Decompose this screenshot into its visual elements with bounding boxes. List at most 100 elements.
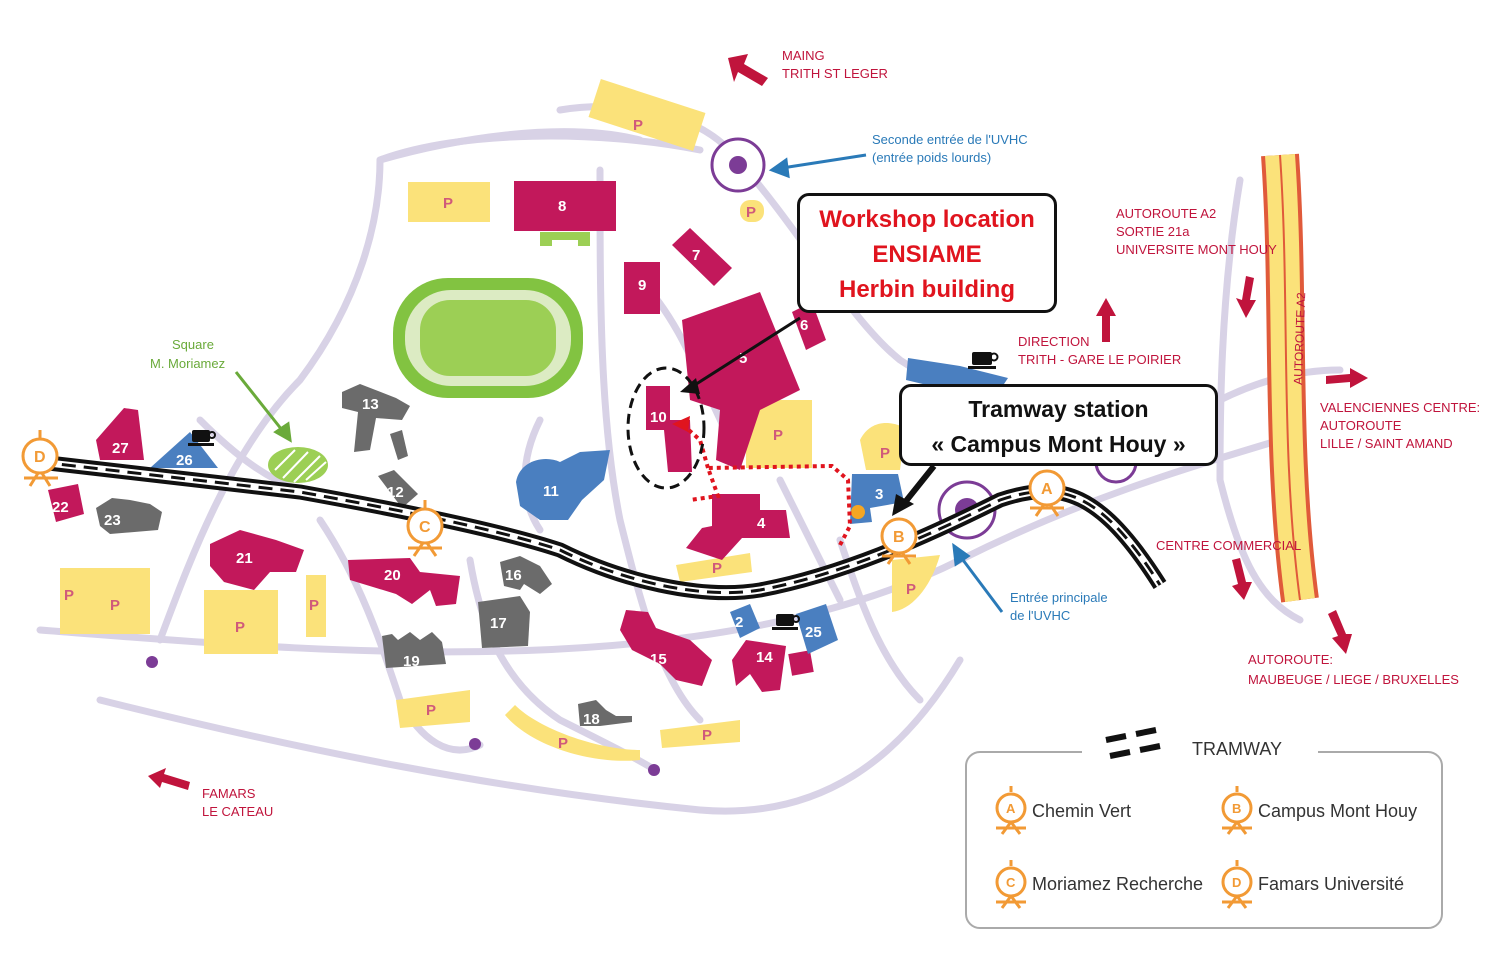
svg-text:P: P: [558, 735, 568, 752]
svg-text:9: 9: [638, 277, 646, 294]
svg-text:AUTOROUTE: AUTOROUTE: [1320, 418, 1402, 433]
roundabout-small: [648, 764, 660, 776]
svg-text:12: 12: [387, 484, 404, 501]
parking-lot: [740, 200, 764, 222]
building-27: [96, 408, 144, 460]
blue-pointer-arrows: [768, 153, 1004, 613]
tram-stop-c: C: [406, 500, 444, 557]
callout-line: Workshop location: [819, 206, 1035, 233]
svg-text:D: D: [34, 449, 46, 466]
parking-lot: [84, 568, 150, 634]
parking-lot: [306, 575, 326, 637]
arrow-direction-trith: [1096, 298, 1116, 342]
svg-text:4: 4: [757, 515, 766, 532]
svg-text:P: P: [633, 117, 643, 134]
svg-text:TRITH ST LEGER: TRITH ST LEGER: [782, 66, 888, 81]
parking-lot: [676, 553, 752, 582]
workshop-pointer-head: [680, 378, 700, 394]
svg-text:MAUBEUGE / LIEGE / BRUXELLES: MAUBEUGE / LIEGE / BRUXELLES: [1248, 672, 1459, 687]
parking-lot: [505, 705, 640, 761]
direction-arrows: [148, 54, 1368, 790]
svg-text:P: P: [64, 587, 74, 604]
svg-text:A: A: [1041, 481, 1053, 498]
svg-text:14: 14: [756, 649, 773, 666]
building-16: [500, 556, 552, 594]
walking-route-arrow: [672, 416, 690, 432]
walking-route-upper: [680, 422, 710, 469]
building-26: [150, 432, 218, 468]
svg-text:D: D: [1232, 875, 1241, 890]
parking-lot: [588, 78, 706, 152]
building-22: [96, 498, 162, 534]
svg-text:P: P: [110, 597, 120, 614]
svg-text:6: 6: [800, 317, 808, 334]
svg-text:5: 5: [739, 350, 747, 367]
svg-text:26: 26: [176, 452, 193, 469]
magenta-buildings: [48, 181, 826, 692]
svg-text:LE CATEAU: LE CATEAU: [202, 804, 273, 819]
tram-stop-b: B: [880, 517, 918, 565]
svg-text:DIRECTION: DIRECTION: [1018, 334, 1090, 349]
svg-text:Moriamez Recherche: Moriamez Recherche: [1032, 874, 1203, 894]
gray-buildings: [96, 384, 632, 726]
building-13b: [390, 430, 408, 460]
svg-text:P: P: [702, 727, 712, 744]
svg-text:3: 3: [875, 486, 883, 503]
svg-text:M. Moriamez: M. Moriamez: [150, 356, 225, 371]
legend: TRAMWAY A Chemin Vert B Campus Mont Houy…: [965, 727, 1443, 929]
parking-areas: [60, 78, 940, 761]
building-14b: [788, 650, 814, 676]
svg-text:C: C: [1006, 875, 1016, 890]
autoroute-vertical-label: AUTOROUTE A2: [1291, 292, 1308, 385]
parking-lot: [396, 690, 470, 728]
svg-text:C: C: [419, 519, 431, 536]
parking-lot: [892, 555, 940, 612]
svg-text:21: 21: [236, 550, 253, 567]
direction-labels: MAING TRITH ST LEGER Seconde entrée de l…: [150, 48, 1480, 819]
svg-text:Square: Square: [172, 337, 214, 352]
svg-text:20: 20: [384, 567, 401, 584]
square-hatch: [274, 449, 327, 483]
building-8-annex: [540, 232, 590, 246]
walking-route: [689, 463, 853, 546]
callout-line: « Campus Mont Houy »: [931, 431, 1186, 457]
building-25: [796, 604, 838, 654]
callout-line: ENSIAME: [872, 241, 982, 268]
svg-text:CENTRE COMMERCIAL: CENTRE COMMERCIAL: [1156, 538, 1301, 553]
svg-text:de l'UVHC: de l'UVHC: [1010, 608, 1070, 623]
parking-lot: [660, 720, 740, 748]
svg-text:22: 22: [52, 499, 69, 516]
legend-box: [965, 751, 1443, 929]
arrow-famars: [148, 768, 190, 790]
building-numbers: 8 7 9 6 5 10 11 3 4 13 12 27 26 22 23 21…: [52, 198, 883, 728]
building-8: [514, 181, 616, 231]
svg-text:P: P: [426, 702, 436, 719]
workshop-location-callout: Workshop location ENSIAME Herbin buildin…: [797, 193, 1057, 313]
building-7: [672, 228, 732, 286]
green-pointer-arrow: [234, 371, 292, 443]
a2-motorway: [1261, 153, 1319, 603]
svg-text:P: P: [906, 581, 916, 598]
legend-item-d: D Famars Université: [1221, 860, 1404, 909]
coffee-icon: [968, 352, 999, 369]
parking-lot: [408, 182, 490, 222]
svg-text:15: 15: [650, 651, 667, 668]
legend-title: TRAMWAY: [1192, 739, 1282, 759]
svg-text:27: 27: [112, 440, 129, 457]
svg-text:Campus Mont Houy: Campus Mont Houy: [1258, 801, 1417, 821]
roundabout-small: [469, 738, 481, 750]
coffee-icon: [188, 430, 216, 446]
svg-text:P: P: [712, 560, 722, 577]
building-6: [792, 302, 826, 350]
svg-text:11: 11: [543, 483, 559, 500]
svg-text:P: P: [309, 597, 319, 614]
building-13: [342, 384, 410, 452]
building-14: [732, 640, 786, 692]
parking-lot: [860, 423, 905, 470]
svg-text:25: 25: [805, 624, 822, 641]
svg-text:SORTIE 21a: SORTIE 21a: [1116, 224, 1190, 239]
arrow-maubeuge: [1328, 610, 1352, 654]
legend-item-b: B Campus Mont Houy: [1221, 786, 1417, 835]
building-17: [478, 596, 530, 648]
